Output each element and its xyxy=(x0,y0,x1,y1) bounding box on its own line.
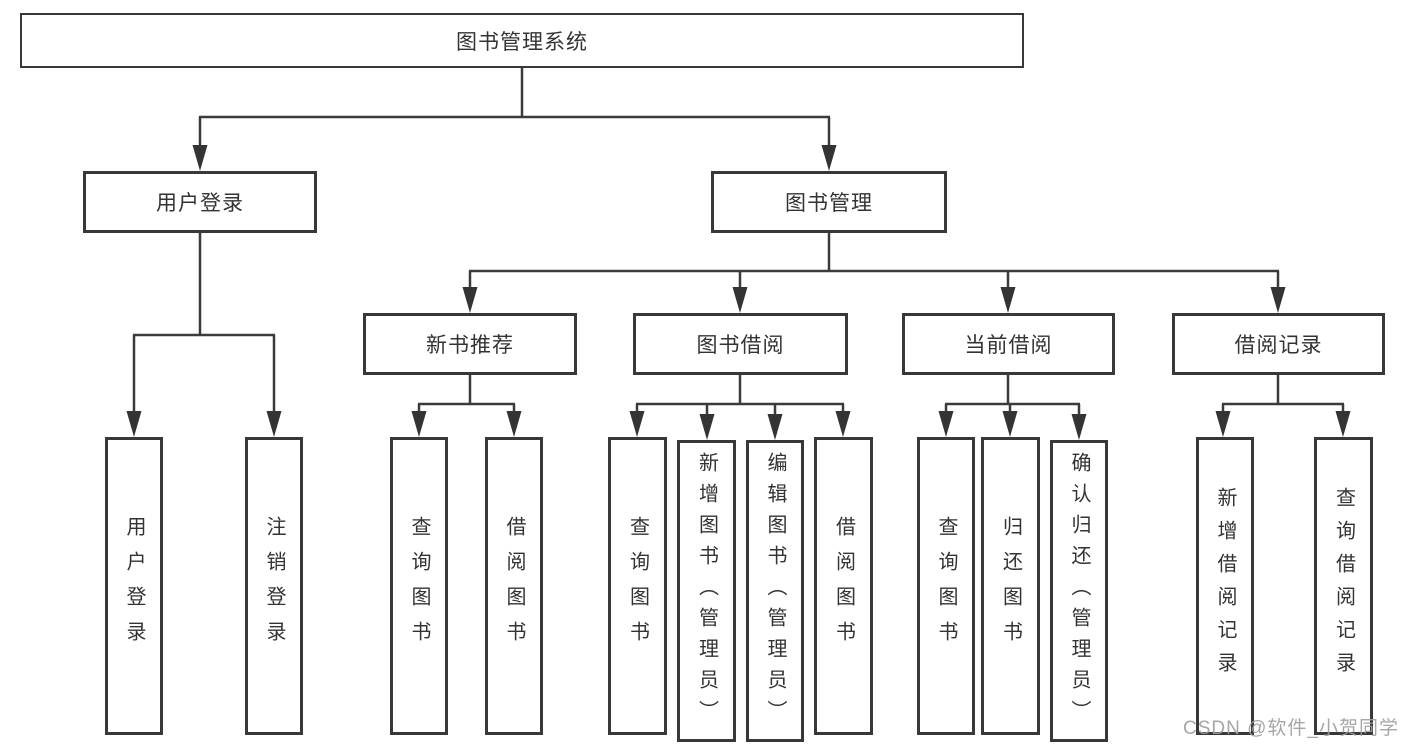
leaf-logout: 注销登录 xyxy=(245,437,303,735)
connector-user-login xyxy=(126,233,282,437)
leaf-confirm-return-admin-label: 确认归还（管理员） xyxy=(1068,451,1090,731)
leaf-add-books-admin: 新增图书（管理员） xyxy=(677,440,736,742)
leaf-logout-label: 注销登录 xyxy=(263,516,285,656)
leaf-borrow-query-books: 查询图书 xyxy=(608,437,667,735)
leaf-current-query-books: 查询图书 xyxy=(917,437,975,735)
watermark: CSDN @软件_小贺同学 xyxy=(1183,718,1399,739)
leaf-edit-books-admin: 编辑图书（管理员） xyxy=(746,440,804,742)
leaf-add-borrow-record: 新增借阅记录 xyxy=(1196,437,1254,735)
node-book-borrow: 图书借阅 xyxy=(633,313,848,375)
leaf-recommend-borrow-books: 借阅图书 xyxy=(485,437,543,735)
leaf-edit-books-admin-label: 编辑图书（管理员） xyxy=(764,451,786,731)
leaf-recommend-query-books: 查询图书 xyxy=(390,437,448,735)
leaf-return-books-label: 归还图书 xyxy=(999,516,1022,656)
node-user-login: 用户登录 xyxy=(83,171,317,233)
leaf-borrow-books-label: 借阅图书 xyxy=(832,516,855,656)
leaf-current-query-books-label: 查询图书 xyxy=(935,516,957,656)
node-borrow-records-label: 借阅记录 xyxy=(1234,334,1323,357)
connector-borrow-records xyxy=(1215,375,1351,437)
node-new-book-recommend-label: 新书推荐 xyxy=(426,334,514,357)
node-root: 图书管理系统 xyxy=(20,13,1024,68)
node-book-management-label: 图书管理 xyxy=(785,192,873,215)
node-current-borrow: 当前借阅 xyxy=(902,313,1115,375)
node-borrow-records: 借阅记录 xyxy=(1172,313,1385,375)
leaf-add-books-admin-label: 新增图书（管理员） xyxy=(695,451,718,731)
leaf-user-login: 用户登录 xyxy=(105,437,163,735)
leaf-query-borrow-record-label: 查询借阅记录 xyxy=(1332,487,1355,685)
leaf-recommend-query-books-label: 查询图书 xyxy=(408,516,430,656)
leaf-borrow-books: 借阅图书 xyxy=(814,437,873,735)
leaf-borrow-query-books-label: 查询图书 xyxy=(626,516,649,656)
connector-book-borrow xyxy=(629,375,851,440)
node-root-label: 图书管理系统 xyxy=(456,30,588,54)
node-book-management: 图书管理 xyxy=(711,171,947,233)
node-book-borrow-label: 图书借阅 xyxy=(696,334,785,357)
leaf-add-borrow-record-label: 新增借阅记录 xyxy=(1214,487,1236,685)
leaf-query-borrow-record: 查询借阅记录 xyxy=(1314,437,1373,735)
connector-current-borrow xyxy=(938,375,1087,440)
node-current-borrow-label: 当前借阅 xyxy=(964,334,1053,357)
connector-book-management xyxy=(462,233,1286,313)
leaf-return-books: 归还图书 xyxy=(981,437,1040,735)
leaf-recommend-borrow-books-label: 借阅图书 xyxy=(503,516,525,656)
leaf-confirm-return-admin: 确认归还（管理员） xyxy=(1050,440,1108,742)
node-user-login-label: 用户登录 xyxy=(156,192,244,215)
node-new-book-recommend: 新书推荐 xyxy=(363,313,577,375)
connector-root xyxy=(192,68,837,171)
leaf-user-login-label: 用户登录 xyxy=(123,516,145,656)
connector-new-book-recommend xyxy=(411,375,522,437)
